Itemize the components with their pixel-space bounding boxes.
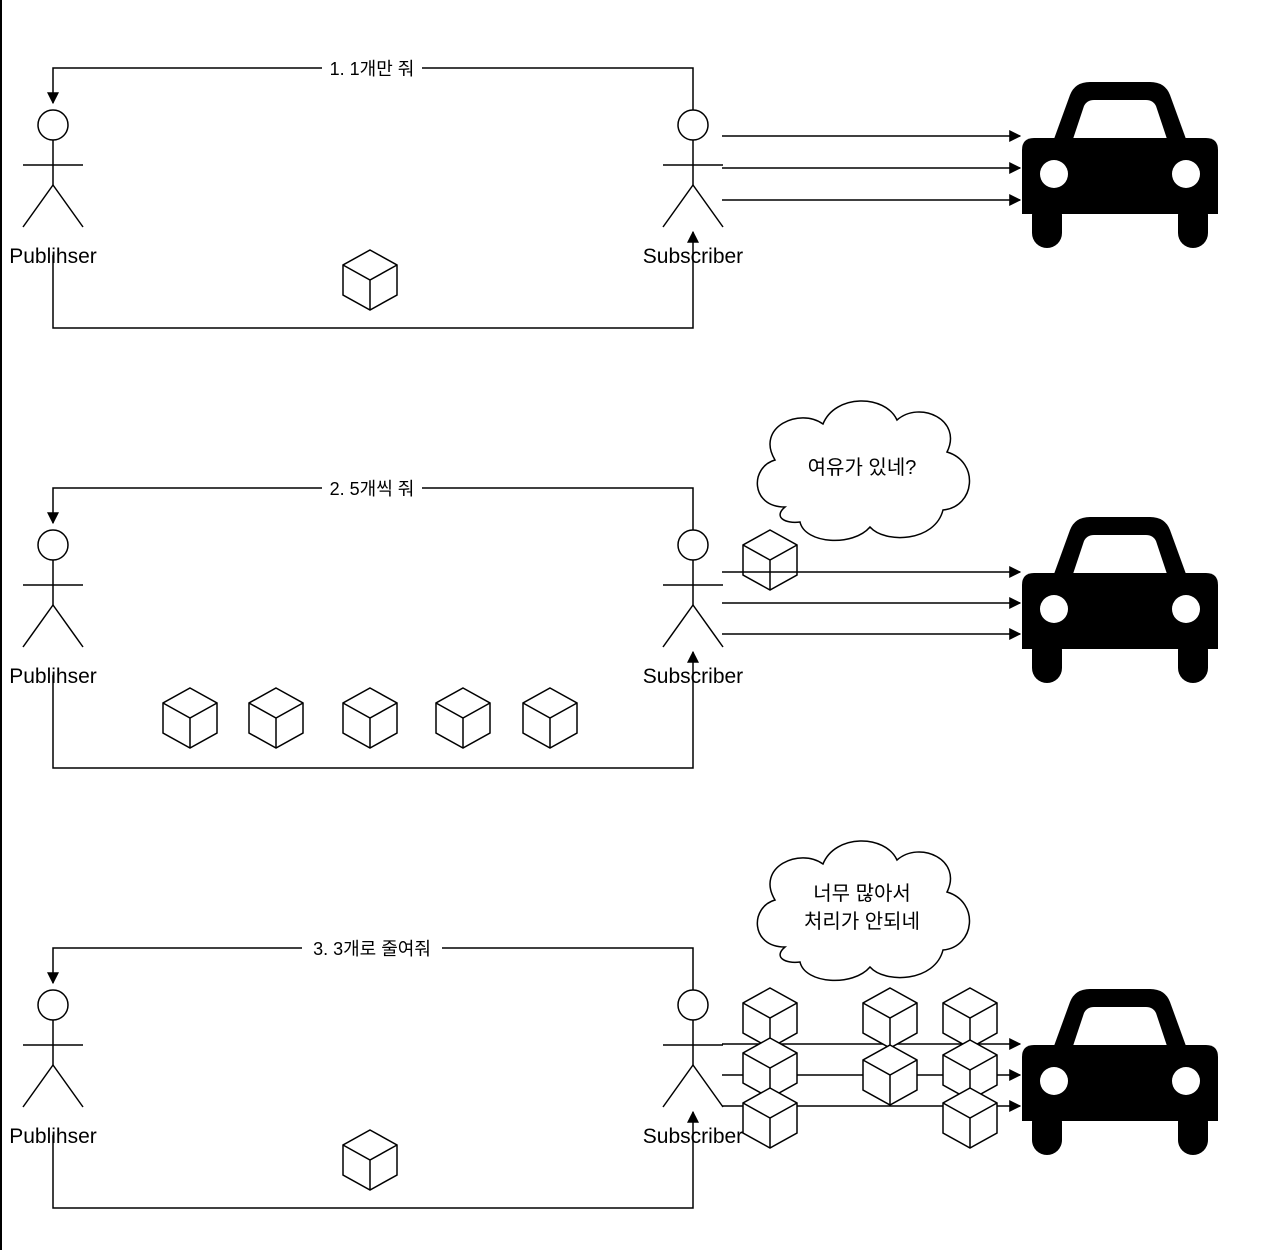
publisher-label: Publihser [9, 1125, 97, 1148]
panel-3: 3. 3개로 줄여줘 Publihser Subscriber 너무 많아서 처… [9, 840, 1218, 1209]
cube-icon [862, 1044, 918, 1106]
publisher-actor-icon [22, 109, 84, 228]
cube-icon [435, 687, 491, 749]
request-label: 2. 5개씩 줘 [330, 479, 415, 499]
cube-icon [742, 529, 798, 591]
request-label: 1. 1개만 줘 [330, 59, 415, 79]
publisher-actor-icon [22, 989, 84, 1108]
cube-icon [162, 687, 218, 749]
publisher-label: Publihser [9, 245, 97, 268]
thought-text: 처리가 안되네 [804, 910, 920, 933]
publisher-actor-icon [22, 529, 84, 648]
cube-icon [862, 987, 918, 1049]
subscriber-actor-icon [662, 529, 724, 648]
subscriber-actor-icon [662, 989, 724, 1108]
cube-icon [342, 1129, 398, 1191]
delivery-arrow [52, 650, 699, 769]
panel-2: 2. 5개씩 줘 Publihser Subscriber 여유가 있네? [9, 400, 1218, 769]
thought-text: 너무 많아서 [813, 882, 911, 905]
cube-icon [248, 687, 304, 749]
subscriber-actor-icon [662, 109, 724, 228]
subscriber-label: Subscriber [643, 1125, 743, 1148]
subscriber-label: Subscriber [643, 665, 743, 688]
cube-icon [742, 1087, 798, 1149]
thought-text: 여유가 있네? [808, 456, 917, 479]
cube-icon [942, 987, 998, 1049]
request-label: 3. 3개로 줄여줘 [313, 939, 431, 959]
cube-icon [942, 1087, 998, 1149]
delivery-arrow [52, 230, 699, 329]
cube-icon [342, 687, 398, 749]
car-icon [1022, 72, 1218, 248]
panel-1: 1. 1개만 줘 Publihser Subscriber [9, 58, 1218, 329]
car-icon [1022, 507, 1218, 683]
car-icon [1022, 979, 1218, 1155]
delivery-arrow [52, 1110, 699, 1209]
cube-icon [342, 249, 398, 311]
subscriber-label: Subscriber [643, 245, 743, 268]
publisher-label: Publihser [9, 665, 97, 688]
cube-icon [522, 687, 578, 749]
